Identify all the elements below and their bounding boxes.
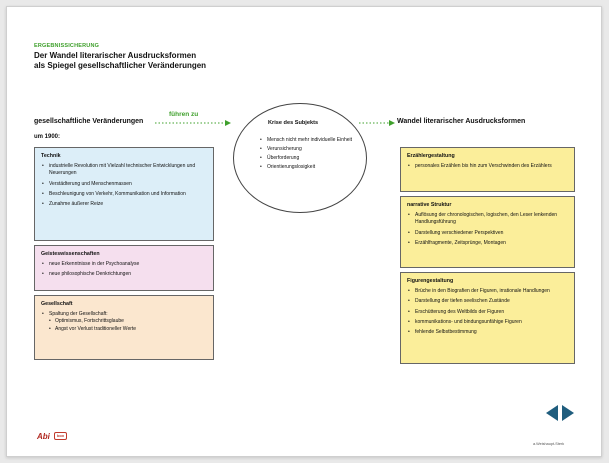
box-heading: narrative Struktur	[407, 202, 452, 208]
abi-logo: Abi	[37, 432, 50, 441]
box-list: Brüche in den Biografien der Figuren, ir…	[407, 288, 568, 336]
box-heading: Gesellschaft	[41, 301, 73, 307]
box-geisteswissenschaften: Geisteswissenschaften neue Erkenntnisse …	[34, 245, 214, 291]
box-narrative-struktur: narrative Struktur Auflösung der chronol…	[400, 196, 575, 268]
box-list: Auflösung der chronologischen, logischen…	[407, 212, 568, 247]
list-item: Orientierungslosigkeit	[260, 164, 360, 171]
arrow-label: führen zu	[169, 111, 199, 118]
arrow-right-head	[389, 120, 395, 126]
list-item: Erschütterung des Weltbilds der Figuren	[407, 309, 568, 316]
list-item: Erzählfragmente, Zeitsprünge, Montagen	[407, 240, 568, 247]
list-item: Mensch nicht mehr individuelle Einheit	[260, 137, 360, 144]
list-item: Verstädterung und Menschenmassen	[41, 181, 207, 188]
box-figurengestaltung: Figurengestaltung Brüche in den Biografi…	[400, 272, 575, 364]
list-item: fehlende Selbstbestimmung	[407, 329, 568, 336]
box-heading: Figurengestaltung	[407, 278, 454, 284]
arrow-left-head	[225, 120, 231, 126]
right-heading: Wandel literarischer Ausdrucksformen	[397, 118, 526, 125]
next-arrow-icon[interactable]	[562, 405, 575, 421]
list-item: neue philosophische Denkrichtungen	[41, 271, 207, 278]
box-heading: Geisteswissenschaften	[41, 251, 100, 257]
list-item: Brüche in den Biografien der Figuren, ir…	[407, 288, 568, 295]
title-line-2: als Spiegel gesellschaftlicher Veränderu…	[34, 61, 207, 70]
connector-arrows	[155, 120, 395, 126]
slide-title: Der Wandel literarischer Ausdrucksformen…	[34, 51, 294, 71]
box-list: neue Erkenntnisse in der Psychoanalyse n…	[41, 261, 207, 279]
list-item: industrielle Revolution mit Vielzahl tec…	[41, 163, 207, 177]
list-item: Zunahme äußerer Reize	[41, 201, 207, 208]
list-item: Spaltung der Gesellschaft:	[41, 311, 207, 318]
section-kicker: ERGEBNISSICHERUNG	[34, 43, 100, 49]
box-list: Spaltung der Gesellschaft: Optimismus, F…	[41, 311, 207, 333]
circle-heading: Krise des Subjekts	[268, 120, 319, 126]
list-item: neue Erkenntnisse in der Psychoanalyse	[41, 261, 207, 268]
list-item: kommunikations- und bindungsunfähige Fig…	[407, 319, 568, 326]
list-item: Darstellung der tiefen seelischen Zustän…	[407, 298, 568, 305]
box-list: personales Erzählen bis hin zum Verschwi…	[407, 163, 568, 170]
list-subitem: Optimismus, Fortschrittsglaube	[41, 318, 207, 325]
title-line-1: Der Wandel literarischer Ausdrucksformen	[34, 51, 197, 60]
box-technik: Technik industrielle Revolution mit Viel…	[34, 147, 214, 241]
box-heading: Erzählergestaltung	[407, 153, 455, 159]
list-item: Auflösung der chronologischen, logischen…	[407, 212, 568, 226]
box-heading: Technik	[41, 153, 61, 159]
list-item: Überforderung	[260, 155, 360, 162]
list-item: Verunsicherung	[260, 146, 360, 153]
circle-list: Mensch nicht mehr individuelle Einheit V…	[260, 137, 360, 173]
date-label: um 1900:	[34, 134, 61, 140]
credit-text: a.Weishaupt-Sterk	[533, 442, 565, 446]
box-gesellschaft: Gesellschaft Spaltung der Gesellschaft: …	[34, 295, 214, 360]
slide-page: ERGEBNISSICHERUNG Der Wandel literarisch…	[6, 6, 602, 457]
abi-logo-mark: box	[54, 432, 67, 440]
list-item: Darstellung verschiedener Perspektiven	[407, 230, 568, 237]
list-subitem: Angst vor Verlust traditioneller Werte	[41, 326, 207, 333]
list-item: Beschleunigung von Verkehr, Kommunikatio…	[41, 191, 207, 198]
left-heading: gesellschaftliche Veränderungen	[34, 118, 144, 125]
center-circle: Krise des Subjekts Mensch nicht mehr ind…	[233, 103, 367, 213]
list-item: personales Erzählen bis hin zum Verschwi…	[407, 163, 568, 170]
box-list: industrielle Revolution mit Vielzahl tec…	[41, 163, 207, 208]
box-erzaehlergestaltung: Erzählergestaltung personales Erzählen b…	[400, 147, 575, 192]
previous-arrow-icon[interactable]	[546, 405, 559, 421]
